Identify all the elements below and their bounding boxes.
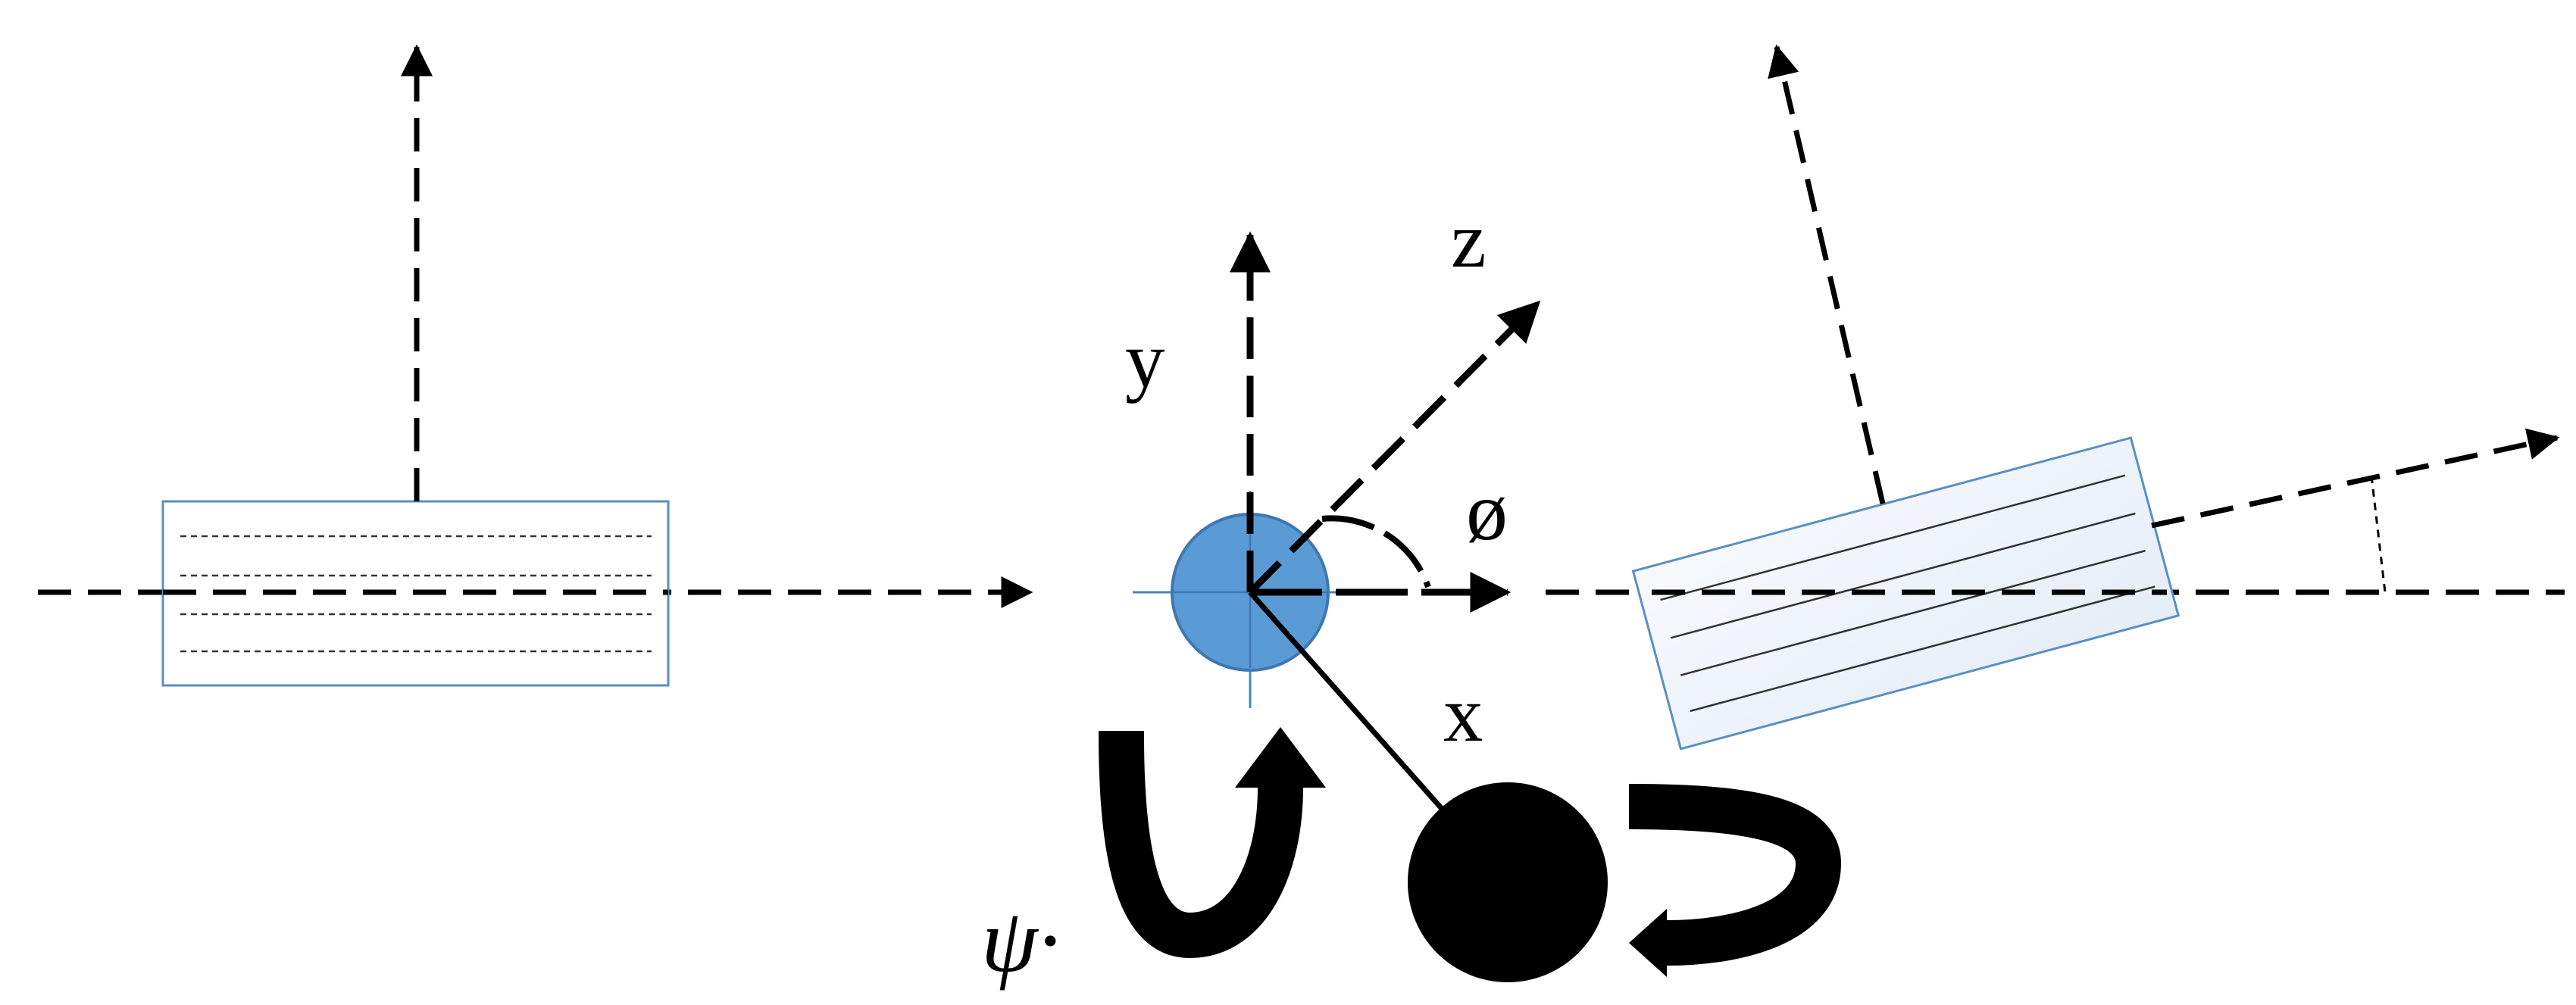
right-angle-marker xyxy=(2370,475,2387,593)
phi-angle-arc xyxy=(1321,515,1431,588)
ball-rotation-arrow xyxy=(1628,784,1842,977)
pendulum-rod xyxy=(1248,590,1446,813)
phi-angle-label: ø xyxy=(1466,465,1508,557)
right-box-hatch-3 xyxy=(1680,549,2146,676)
z-axis-arrow xyxy=(1247,300,1541,595)
psi-dot-label: ψ· xyxy=(981,890,1061,991)
right-box-hatch-2 xyxy=(1670,512,2136,639)
pendulum-ball xyxy=(1408,782,1608,982)
right-heading-arrow xyxy=(2151,428,2560,529)
right-tilted-vertical-arrow xyxy=(1768,44,1886,504)
right-box-hatch-1 xyxy=(1660,474,2126,601)
y-axis-label: y xyxy=(1125,315,1165,404)
x-axis-label: x xyxy=(1443,669,1483,758)
psi-dot-rotation-arrow xyxy=(1099,727,1326,959)
z-axis-label: z xyxy=(1451,195,1487,284)
right-box-hatch-4 xyxy=(1690,585,2156,713)
